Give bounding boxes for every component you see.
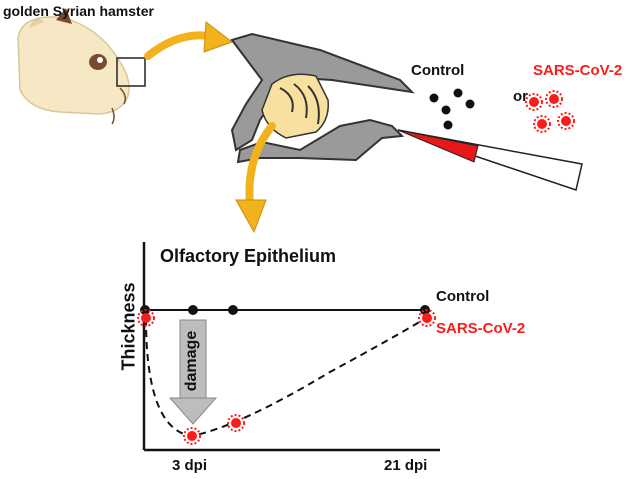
control-particles (429, 88, 475, 130)
sars-series (137, 309, 436, 445)
control-point (228, 305, 238, 315)
virus-point (137, 309, 155, 327)
zoom-arrow-down (235, 122, 276, 234)
control-series (140, 305, 430, 315)
zoom-arrow-top (144, 21, 234, 60)
pipette-illustration (397, 129, 583, 191)
control-point (420, 305, 430, 315)
virus-point (227, 414, 245, 432)
graph-title: Olfactory Epithelium (160, 246, 337, 266)
legend-sars-label: SARS-CoV-2 (533, 62, 623, 79)
damage-arrow (168, 319, 218, 425)
graph-axes (142, 242, 440, 452)
virus-point (183, 427, 201, 445)
legend-or-label: or (513, 88, 528, 105)
x-tick-3dpi: 3 dpi (172, 457, 208, 474)
series-control-label: Control (436, 288, 490, 305)
x-tick-21dpi: 21 dpi (384, 457, 428, 474)
zoom-box (116, 57, 146, 87)
legend-control-label: Control (411, 62, 465, 79)
series-sars-label: SARS-CoV-2 (436, 320, 526, 337)
virus-particles (525, 90, 575, 133)
animal-label: golden Syrian hamster (3, 3, 154, 19)
nasal-cavity-illustration (230, 32, 415, 164)
virus-point (418, 309, 436, 327)
y-axis-label: Thickness (118, 282, 139, 371)
damage-label: damage (183, 330, 200, 392)
control-point (188, 305, 198, 315)
hamster-illustration (17, 8, 146, 125)
